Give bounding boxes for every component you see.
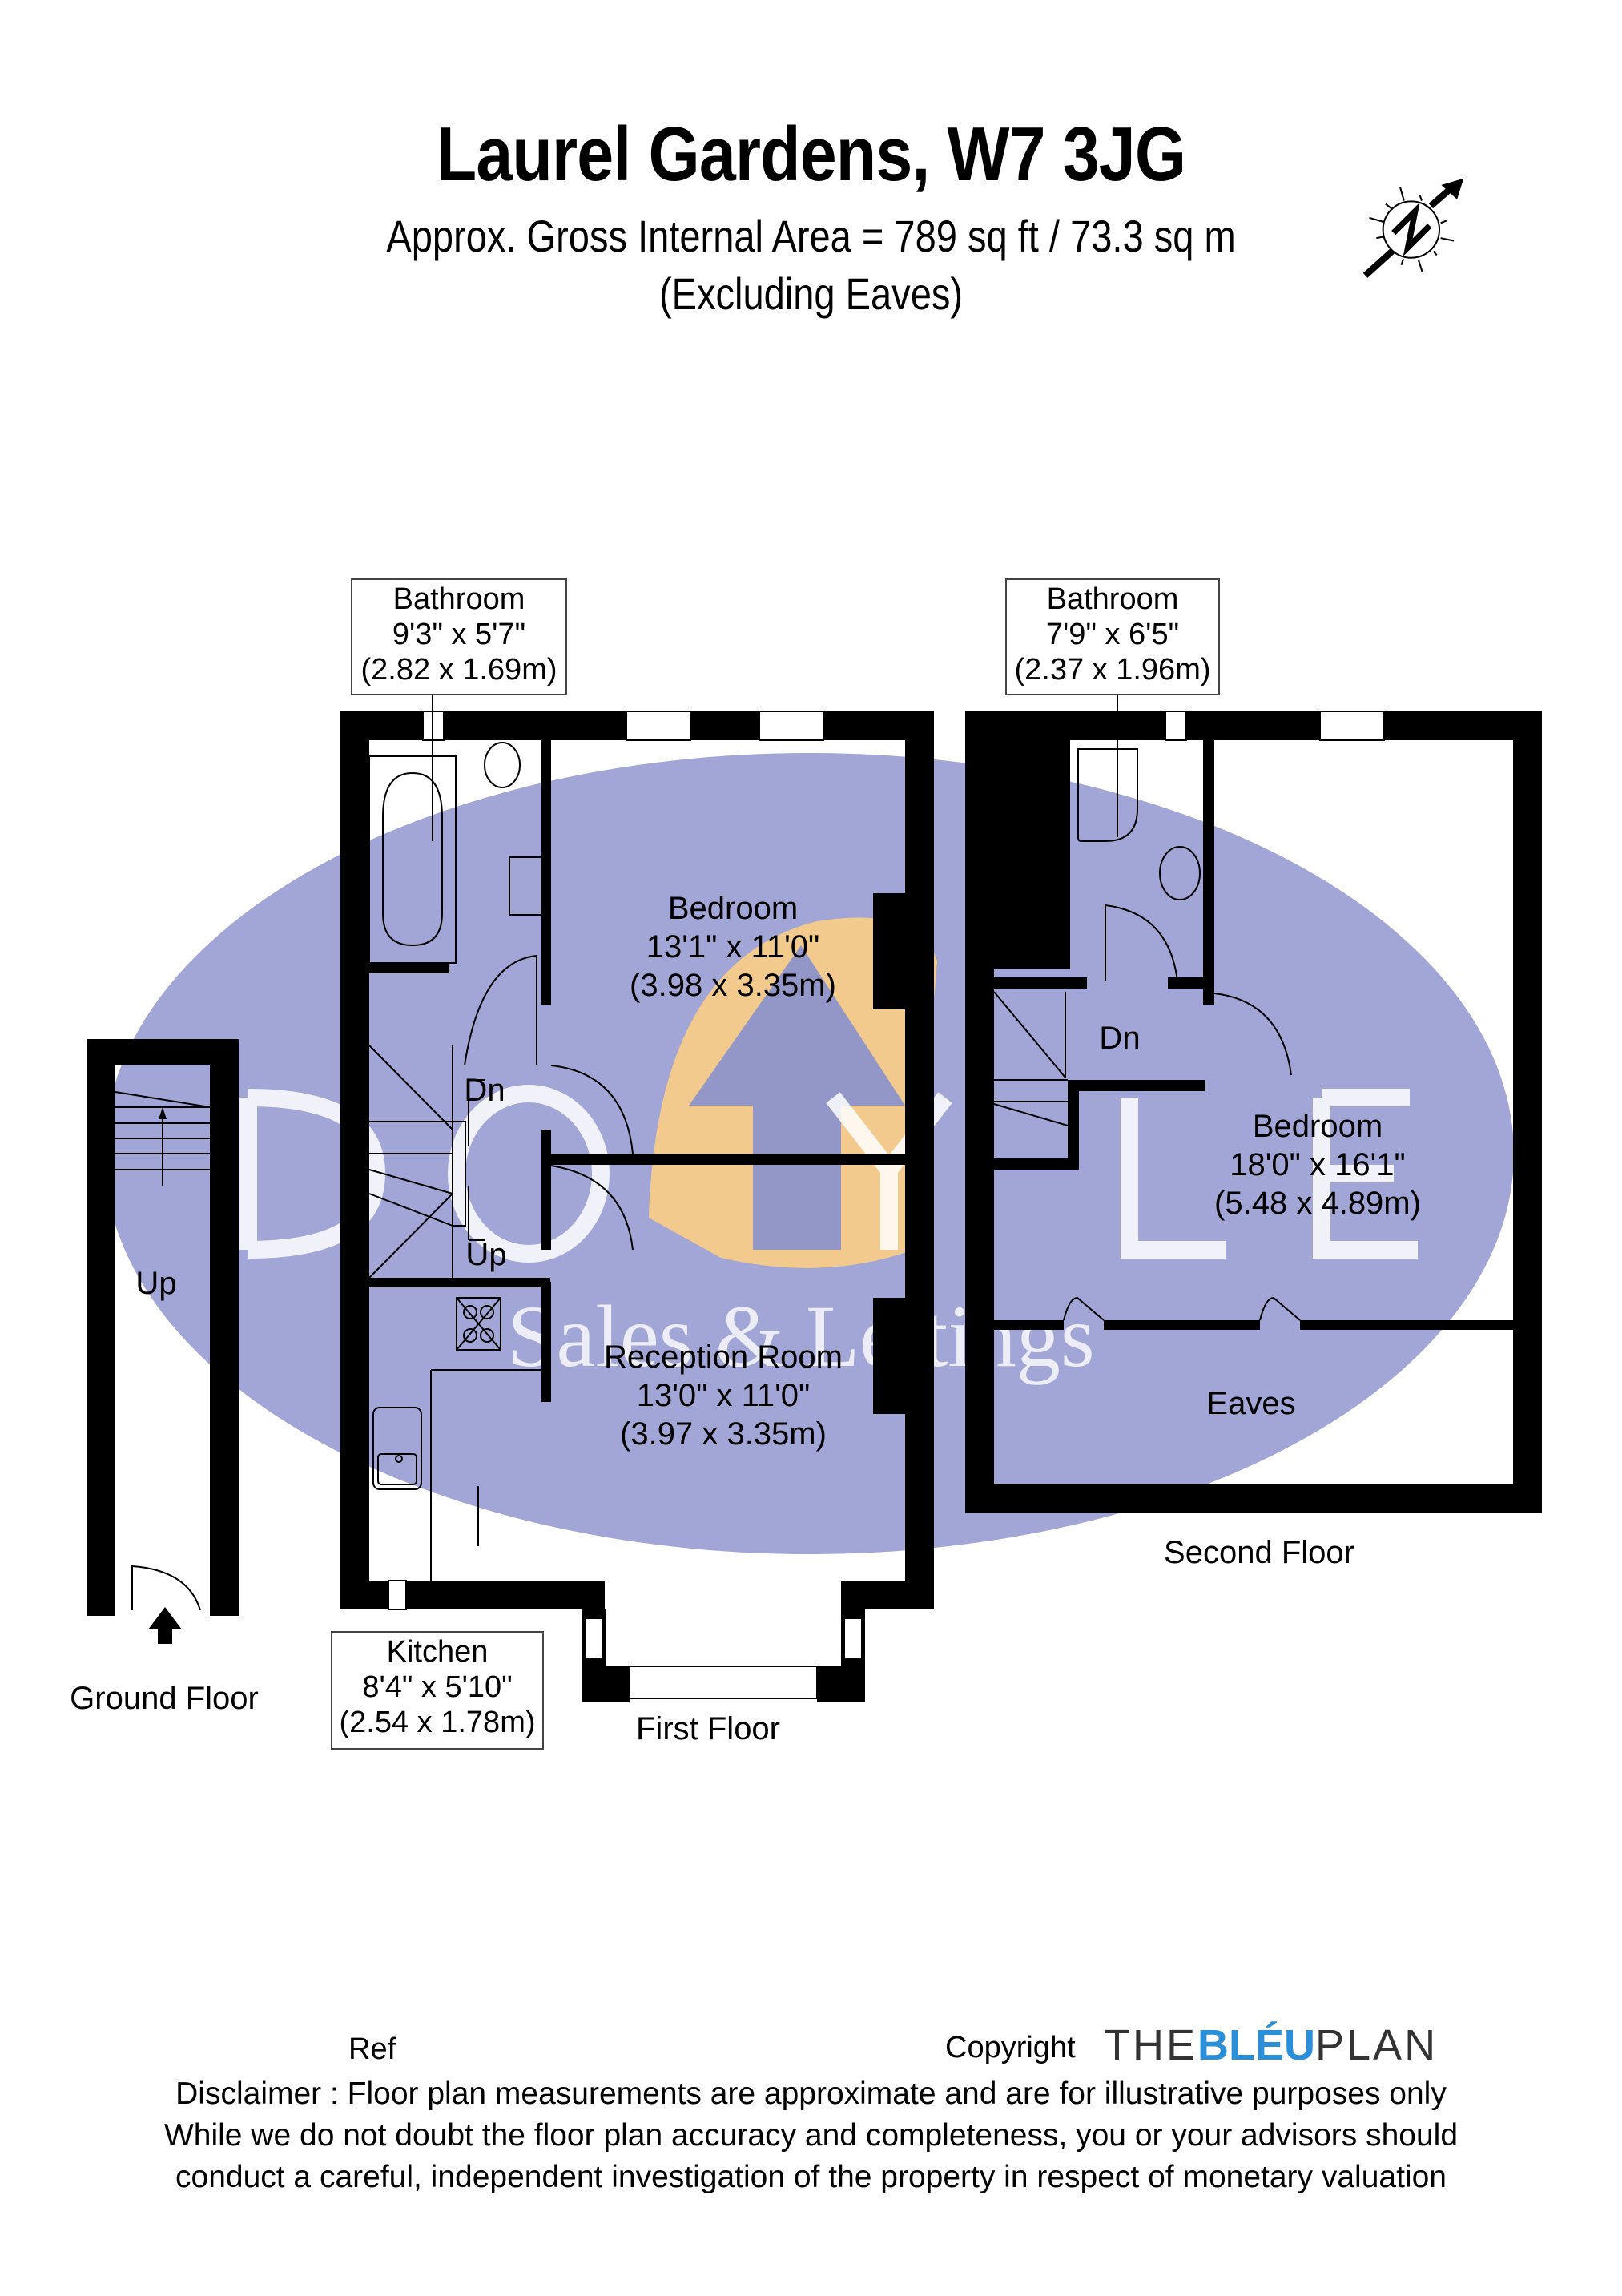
copyright-label: Copyright	[945, 2031, 1076, 2064]
first-stairs-down-label: Dn	[464, 1073, 505, 1108]
kitchen-label: Kitchen 8'4" x 5'10" (2.54 x 1.78m)	[331, 1631, 544, 1750]
ground-floor-label: Ground Floor	[70, 1681, 259, 1716]
bleuplan-logo: THEBLÉUPLAN	[1104, 2021, 1439, 2069]
second-floor-walls	[965, 711, 1542, 1513]
ref-label: Ref	[348, 2032, 396, 2066]
area-note: (Excluding Eaves)	[658, 268, 964, 319]
ground-floor-walls	[87, 1039, 239, 1616]
property-title: Laurel Gardens, W7 3JG	[436, 111, 1186, 197]
ground-stairs-up-label: Up	[135, 1266, 177, 1301]
gross-internal-area: Approx. Gross Internal Area = 789 sq ft …	[386, 211, 1236, 261]
disclaimer: Disclaimer : Floor plan measurements are…	[163, 2076, 1459, 2194]
first-bedroom-label: Bedroom 13'1" x 11'0" (3.98 x 3.35m)	[630, 891, 836, 1003]
svg-text:Sales & Lettings: Sales & Lettings	[507, 1287, 1094, 1385]
first-stairs-up-label: Up	[465, 1237, 507, 1272]
first-floor-label: First Floor	[636, 1711, 780, 1746]
north-arrow-icon	[1362, 178, 1464, 278]
second-bathroom-label: Bathroom 7'9" x 6'5" (2.37 x 1.96m)	[1005, 578, 1220, 695]
first-bathroom-label: Bathroom 9'3" x 5'7" (2.82 x 1.69m)	[351, 578, 567, 695]
second-stairs-down-label: Dn	[1099, 1021, 1141, 1056]
reception-room-label: Reception Room 13'0" x 11'0" (3.97 x 3.3…	[604, 1339, 843, 1452]
second-floor-label: Second Floor	[1164, 1535, 1354, 1570]
second-bedroom-label: Bedroom 18'0" x 16'1" (5.48 x 4.89m)	[1214, 1109, 1421, 1221]
eaves-label: Eaves	[1206, 1386, 1296, 1421]
